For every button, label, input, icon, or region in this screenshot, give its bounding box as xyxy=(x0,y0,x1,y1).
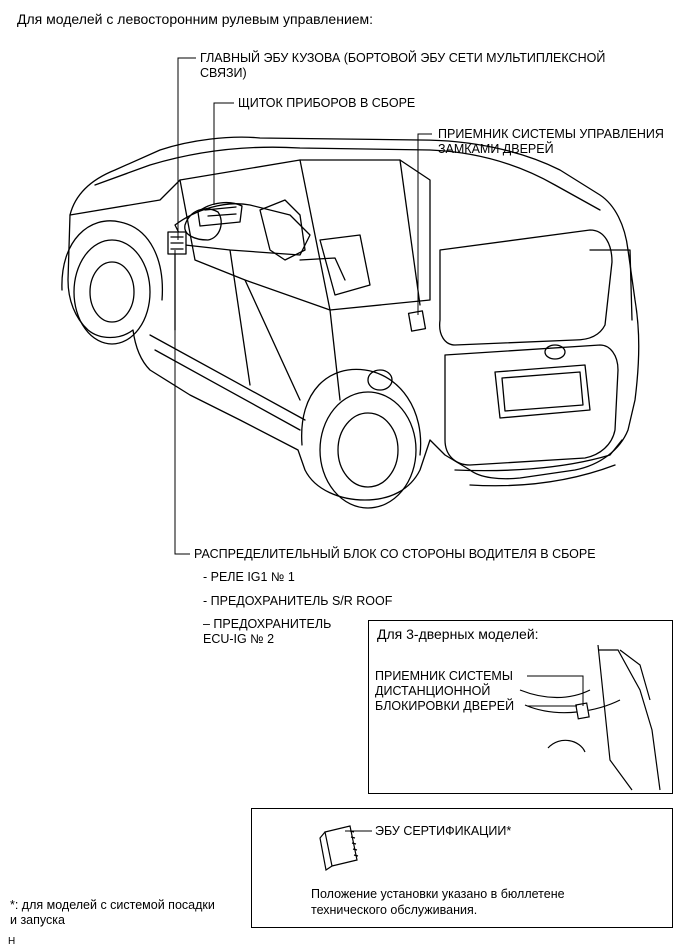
fuse-roof-label: - ПРЕДОХРАНИТЕЛЬ S/R ROOF xyxy=(203,594,393,608)
fuse-ecu-label-1: – ПРЕДОХРАНИТЕЛЬ xyxy=(203,617,332,631)
junction-block-label: РАСПРЕДЕЛИТЕЛЬНЫЙ БЛОК СО СТОРОНЫ ВОДИТЕ… xyxy=(194,547,596,561)
three-door-inset-box xyxy=(368,620,673,794)
main-ecu-label-2: СВЯЗИ) xyxy=(200,66,247,80)
tailgate xyxy=(444,344,619,466)
door-lock-receiver-component xyxy=(407,310,427,332)
door-lock-receiver-label-1: ПРИЕМНИК СИСТЕМЫ УПРАВЛЕНИЯ xyxy=(438,127,664,141)
footnote-line-2: и запуска xyxy=(10,913,65,927)
running-board xyxy=(149,334,306,431)
cert-ecu-label: ЭБУ СЕРТИФИКАЦИИ* xyxy=(375,824,512,838)
inset-body xyxy=(519,649,661,791)
vehicle-roof xyxy=(94,146,601,211)
inset-receiver-label-3: БЛОКИРОВКИ ДВЕРЕЙ xyxy=(375,699,515,713)
fuse-ecu-label-2: ECU-IG № 2 xyxy=(203,632,275,646)
leader-main-ecu xyxy=(177,57,196,240)
license-plate xyxy=(494,364,591,419)
relay-label: - РЕЛЕ IG1 № 1 xyxy=(203,570,295,584)
leader-door-lock-receiver xyxy=(417,133,432,315)
tailgate-window xyxy=(439,229,613,346)
instrument-panel-label: ЩИТОК ПРИБОРОВ В СБОРЕ xyxy=(238,96,416,110)
front-wheel xyxy=(73,239,151,345)
main-ecu-label-1: ГЛАВНЫЙ ЭБУ КУЗОВА (БОРТОВОЙ ЭБУ СЕТИ МУ… xyxy=(200,51,606,65)
three-door-title: Для 3-дверных моделей: xyxy=(377,626,539,642)
steering-wheel xyxy=(184,208,222,241)
corner-mark: H xyxy=(8,936,16,947)
cert-ecu-component xyxy=(324,825,358,867)
instrument-cluster xyxy=(197,201,243,227)
footnote-line-1: *: для моделей с системой посадки xyxy=(10,898,215,912)
rear-wheel xyxy=(319,391,417,509)
leader-inset-receiver xyxy=(527,675,584,706)
cert-note-line-1: Положение установки указано в бюллетене xyxy=(311,887,565,901)
inset-receiver-label-2: ДИСТАНЦИОННОЙ xyxy=(375,684,491,698)
fuel-lid xyxy=(367,369,393,391)
vehicle-body-outline xyxy=(67,136,640,501)
leader-instrument-panel xyxy=(213,102,234,205)
front-seat xyxy=(259,199,306,261)
cert-ecu-box xyxy=(251,808,673,928)
side-windows xyxy=(179,159,431,311)
door-lock-receiver-label-2: ЗАМКАМИ ДВЕРЕЙ xyxy=(438,142,554,156)
page-header: Для моделей с левосторонним рулевым упра… xyxy=(17,11,374,27)
emblem xyxy=(544,344,566,360)
inset-receiver-label-1: ПРИЕМНИК СИСТЕМЫ xyxy=(375,669,513,683)
cert-note-line-2: технического обслуживания. xyxy=(311,903,478,917)
inset-receiver-component xyxy=(575,702,590,720)
leader-junction-block xyxy=(174,250,190,555)
